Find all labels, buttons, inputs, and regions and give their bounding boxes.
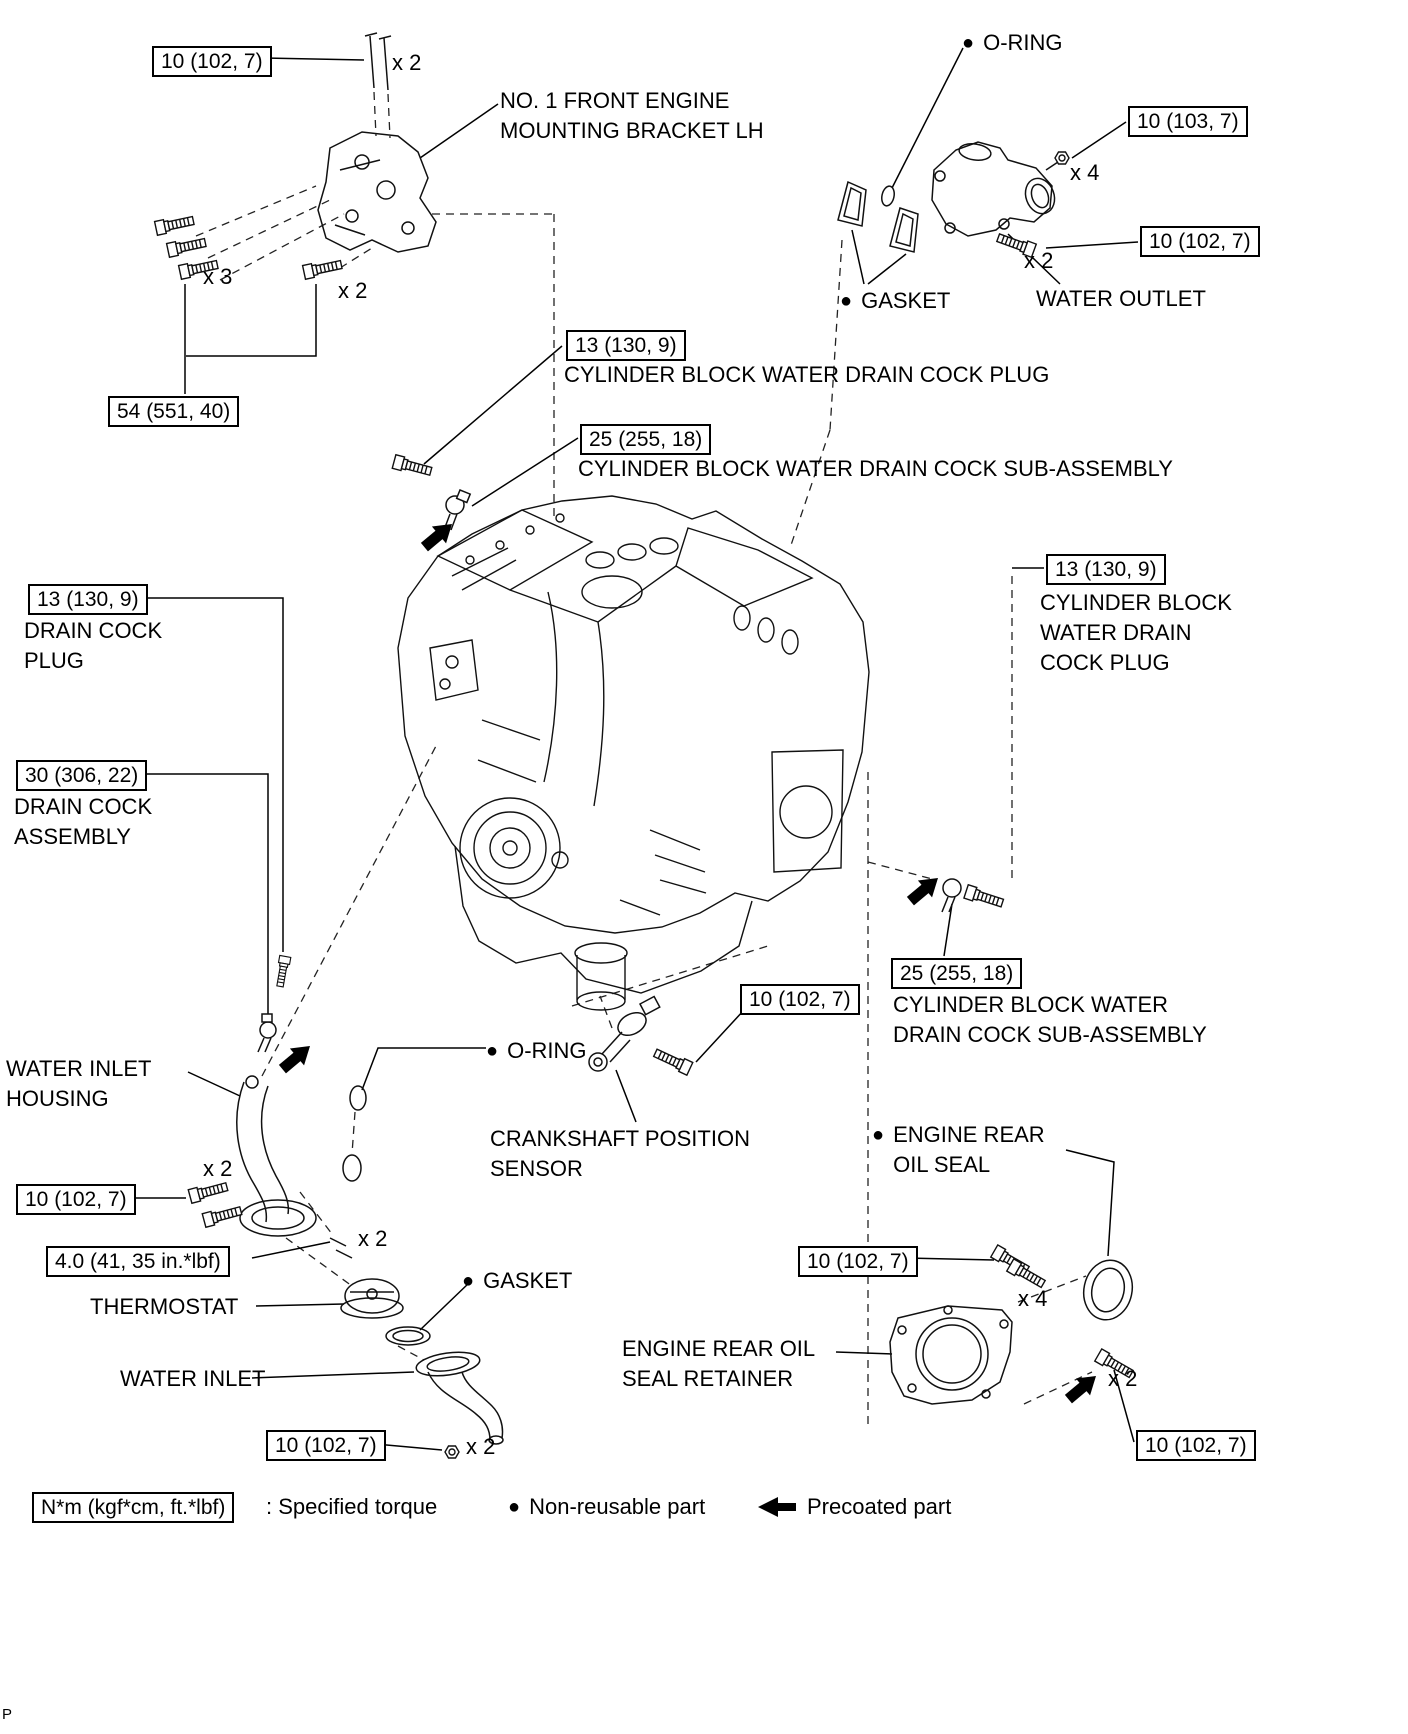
drain-cock-top-sketch [443, 489, 472, 531]
part-label-drain-cock-left: DRAIN COCK ASSEMBLY [14, 792, 152, 852]
non-reusable-bullet-icon: ● [508, 1495, 521, 1518]
legend-precoated: Precoated part [756, 1494, 951, 1520]
part-label-rear-oil-seal-text: ENGINE REAR OIL SEAL [893, 1120, 1045, 1180]
torque-spec-housing-bolt: 10 (102, 7) [16, 1184, 136, 1215]
torque-spec-crank-sensor-bolt: 10 (102, 7) [740, 984, 860, 1015]
part-label-drain-plug-right-line1: CYLINDER BLOCK [1040, 590, 1232, 615]
part-label-seal-retainer: ENGINE REAR OIL SEAL RETAINER [622, 1334, 815, 1394]
part-label-water-inlet: WATER INLET [120, 1366, 266, 1391]
count-thermostat-nut: x 2 [358, 1226, 388, 1251]
water-inlet-housing-sketch [236, 1075, 367, 1259]
part-label-drain-plug-right-line2: WATER DRAIN [1040, 620, 1192, 645]
part-label-crank-sensor: CRANKSHAFT POSITION SENSOR [490, 1124, 750, 1184]
part-label-rear-oil-seal: ● ENGINE REAR OIL SEAL [872, 1120, 1045, 1180]
part-label-drain-plug-top: CYLINDER BLOCK WATER DRAIN COCK PLUG [564, 362, 1050, 387]
torque-spec-drain-cock-left: 30 (306, 22) [16, 760, 148, 791]
part-label-seal-retainer-line1: ENGINE REAR OIL [622, 1336, 816, 1361]
page-corner-letter: P [2, 1706, 13, 1723]
drain-cock-left-sketch [257, 1013, 277, 1053]
non-reusable-bullet-icon: ● [840, 290, 853, 312]
part-label-oring-mid: ● O-RING [486, 1036, 587, 1066]
construction-lines [195, 91, 1093, 1425]
part-label-drain-plug-left-line2: PLUG [24, 648, 84, 673]
part-label-mounting-bracket: NO. 1 FRONT ENGINE MOUNTING BRACKET LH [500, 86, 764, 146]
part-label-gasket-top: ● GASKET [840, 286, 950, 316]
torque-spec-thermostat-nut: 4.0 (41, 35 in.*lbf) [46, 1246, 230, 1277]
part-label-gasket-top-text: GASKET [861, 288, 951, 313]
part-label-drain-cock-right-line2: DRAIN COCK SUB-ASSEMBLY [893, 1022, 1207, 1047]
part-label-oring-top: ● O-RING [962, 28, 1063, 58]
non-reusable-bullet-icon: ● [462, 1270, 475, 1292]
water-outlet-sketch [837, 141, 1059, 253]
crank-sensor-sketch [588, 995, 661, 1072]
rear-seal-retainer-sketch [889, 1259, 1134, 1405]
count-housing-bolt: x 2 [203, 1156, 233, 1181]
count-outlet-nut: x 4 [1070, 160, 1100, 185]
precoated-arrow-icon [758, 1497, 796, 1517]
count-bracket-bolt3: x 3 [203, 264, 233, 289]
part-label-drain-cock-right-line1: CYLINDER BLOCK WATER [893, 992, 1169, 1017]
part-label-rear-oil-seal-line2: OIL SEAL [893, 1152, 991, 1177]
water-inlet-sketch [415, 1351, 504, 1445]
part-label-drain-plug-right-line3: COCK PLUG [1040, 650, 1170, 675]
torque-spec-retainer-bolt: 10 (102, 7) [798, 1246, 918, 1277]
part-label-water-inlet-housing-line2: HOUSING [6, 1086, 109, 1111]
torque-spec-outlet-nut: 10 (103, 7) [1128, 106, 1248, 137]
part-label-seal-retainer-line2: SEAL RETAINER [622, 1366, 794, 1391]
count-bracket-bolt2: x 2 [338, 278, 368, 303]
part-label-mounting-bracket-line1: NO. 1 FRONT ENGINE [500, 88, 730, 113]
legend-torque-box: N*m (kgf*cm, ft.*lbf) [32, 1492, 235, 1523]
mounting-bracket-sketch [317, 32, 437, 253]
part-label-thermostat: THERMOSTAT [90, 1294, 239, 1319]
torque-spec-drain-plug-left: 13 (130, 9) [28, 584, 148, 615]
part-label-mounting-bracket-line2: MOUNTING BRACKET LH [500, 118, 764, 143]
torque-spec-retainer-bolt2: 10 (102, 7) [1136, 1430, 1256, 1461]
part-label-drain-cock-top: CYLINDER BLOCK WATER DRAIN COCK SUB-ASSE… [578, 456, 1173, 481]
part-label-gasket-bottom: ● GASKET [462, 1266, 572, 1296]
non-reusable-bullet-icon: ● [486, 1040, 499, 1062]
thermostat-sketch [340, 1278, 431, 1346]
leader-lines [118, 47, 1139, 1451]
part-label-drain-plug-right: CYLINDER BLOCK WATER DRAIN COCK PLUG [1040, 588, 1232, 678]
torque-spec-drain-cock-top: 25 (255, 18) [580, 424, 712, 455]
legend-precoated-text: Precoated part [807, 1494, 952, 1519]
count-inlet-bolt: x 2 [466, 1434, 496, 1459]
count-retainer-bolt4: x 4 [1018, 1286, 1048, 1311]
torque-spec-drain-plug-right: 13 (130, 9) [1046, 554, 1166, 585]
non-reusable-bullet-icon: ● [872, 1124, 885, 1146]
part-label-oring-top-text: O-RING [983, 30, 1063, 55]
count-bracket-stud: x 2 [392, 50, 422, 75]
part-label-crank-sensor-line1: CRANKSHAFT POSITION [490, 1126, 750, 1151]
legend-non-reusable-text: Non-reusable part [529, 1494, 706, 1519]
non-reusable-bullet-icon: ● [962, 32, 975, 54]
count-outlet-bolt: x 2 [1024, 248, 1054, 273]
part-label-drain-cock-left-line1: DRAIN COCK [14, 794, 153, 819]
torque-spec-bracket-stud: 10 (102, 7) [152, 46, 272, 77]
part-label-crank-sensor-line2: SENSOR [490, 1156, 583, 1181]
drain-cock-right-sketch [941, 878, 962, 913]
torque-spec-inlet-bolt: 10 (102, 7) [266, 1430, 386, 1461]
part-label-rear-oil-seal-line1: ENGINE REAR [893, 1122, 1045, 1147]
count-retainer-bolt2: x 2 [1108, 1366, 1138, 1391]
part-label-drain-plug-left-line1: DRAIN COCK [24, 618, 163, 643]
part-label-water-inlet-housing: WATER INLET HOUSING [6, 1054, 151, 1114]
part-label-drain-cock-right: CYLINDER BLOCK WATER DRAIN COCK SUB-ASSE… [893, 990, 1207, 1050]
torque-spec-drain-cock-right: 25 (255, 18) [891, 958, 1023, 989]
part-label-drain-cock-left-line2: ASSEMBLY [14, 824, 131, 849]
legend-torque-text: : Specified torque [266, 1494, 438, 1519]
engine-block-illustration [397, 495, 870, 1011]
torque-spec-outlet-bolt: 10 (102, 7) [1140, 226, 1260, 257]
torque-spec-drain-plug-top: 13 (130, 9) [566, 330, 686, 361]
part-label-gasket-bottom-text: GASKET [483, 1268, 573, 1293]
part-label-water-inlet-housing-line1: WATER INLET [6, 1056, 152, 1081]
legend-non-reusable: ● Non-reusable part [508, 1494, 705, 1520]
part-label-drain-plug-left: DRAIN COCK PLUG [24, 616, 162, 676]
torque-spec-bracket-bolts: 54 (551, 40) [108, 396, 240, 427]
part-label-water-outlet: WATER OUTLET [1036, 286, 1206, 311]
part-label-oring-mid-text: O-RING [507, 1038, 587, 1063]
